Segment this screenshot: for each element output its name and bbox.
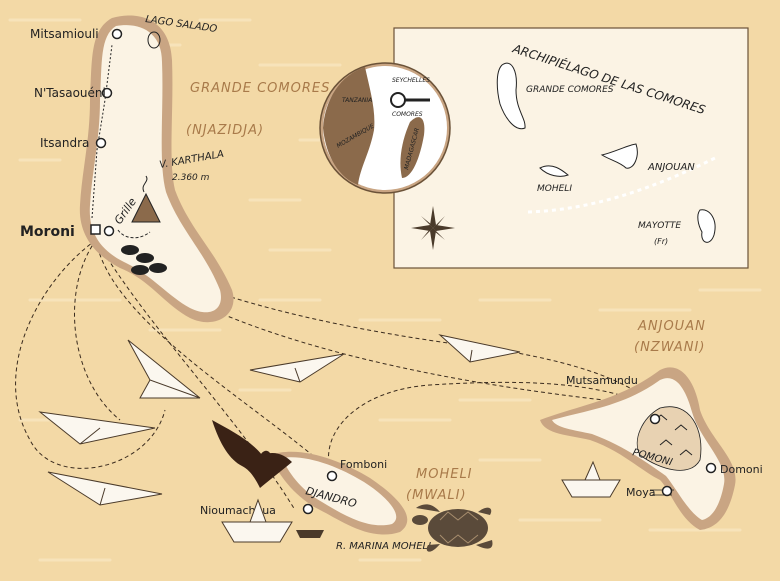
- inset-dashed-line: [527, 156, 716, 214]
- dhow-icon: [296, 512, 324, 538]
- karthala-volcano-icon: [131, 192, 161, 223]
- label-fomboni: Fomboni: [340, 458, 387, 471]
- marker-grille: [103, 225, 115, 237]
- paper-plane-icon: [47, 471, 163, 506]
- marker-ntasaoueni: [101, 87, 113, 99]
- globe-label-comores: COMORES: [392, 111, 423, 118]
- paper-boat-icon: [221, 498, 293, 543]
- marker-moya: [661, 485, 673, 497]
- inset-anjouan: [600, 143, 638, 169]
- moheli-island: [270, 451, 408, 538]
- inset-label-mayotte: MAYOTTE: [638, 221, 681, 231]
- paper-boat-icon: [561, 460, 621, 498]
- inset-map: ARCHIPIÉLAGO DE LAS COMORES GRANDE COMOR…: [393, 27, 749, 269]
- label-mutsamundu: Mutsamundu: [566, 374, 638, 387]
- inset-moheli: [539, 165, 569, 177]
- globe-label-seychelles: SEYCHELLES: [392, 77, 430, 84]
- label-moroni: Moroni: [20, 224, 75, 240]
- lago-salado: [147, 31, 161, 49]
- flight-routes: [15, 239, 680, 511]
- label-anjouan: ANJOUAN: [637, 319, 706, 334]
- volcano-smoke-icon: [142, 175, 148, 193]
- marker-moroni: [90, 224, 101, 235]
- inset-label-anjouan: ANJOUAN: [647, 162, 695, 173]
- inset-label-grande-comores: GRANDE COMORES: [526, 85, 614, 95]
- label-itsandra: Itsandra: [40, 136, 89, 150]
- label-r-marina-moheli: R. MARINA MOHELI: [336, 541, 431, 552]
- label-mitsamiouli: Mitsamiouli: [30, 27, 99, 41]
- paper-plane-icon: [249, 353, 345, 383]
- label-grande-comores: GRANDE COMORES: [190, 81, 330, 96]
- paper-plane-icon: [38, 411, 156, 445]
- label-mwali: (MWALI): [406, 488, 467, 503]
- paper-planes: [38, 334, 521, 506]
- label-domoni: Domoni: [720, 463, 763, 476]
- label-njazidja: (NJAZIDJA): [186, 123, 264, 138]
- sea-turtle-icon: [412, 504, 493, 552]
- label-moheli: MOHELI: [416, 467, 473, 482]
- inset-label-mayotte-note: (Fr): [654, 237, 668, 246]
- marker-nioumachoua: [302, 503, 314, 515]
- paper-plane-icon: [438, 334, 521, 363]
- marker-mutsamundu: [649, 413, 661, 425]
- label-moya: Moya: [626, 486, 655, 499]
- fruit-bat-icon: [212, 420, 292, 488]
- label-ntasaoueni: N'Tasaouéni: [34, 86, 106, 100]
- globe-label-tanzania: TANZANIA: [342, 97, 372, 104]
- label-nioumachoua: Nioumachoua: [200, 504, 276, 517]
- grande-comores-island: [79, 15, 234, 323]
- paper-plane-icon: [127, 339, 201, 399]
- label-karthala-height: 2.360 m: [172, 173, 210, 183]
- marker-domoni: [705, 462, 717, 474]
- marker-mitsamiouli: [111, 28, 123, 40]
- marker-fomboni: [326, 470, 338, 482]
- compass-rose-icon: [411, 206, 455, 250]
- footprints-icon: [121, 245, 167, 275]
- inset-mayotte: [697, 209, 716, 243]
- label-nzwani: (NZWANI): [634, 340, 705, 355]
- globe-locator: SEYCHELLES TANZANIA COMORES MOZAMBIQUE M…: [319, 62, 451, 194]
- marker-itsandra: [95, 137, 107, 149]
- inset-grande-comores: [496, 62, 526, 130]
- inset-label-moheli: MOHELI: [537, 184, 572, 194]
